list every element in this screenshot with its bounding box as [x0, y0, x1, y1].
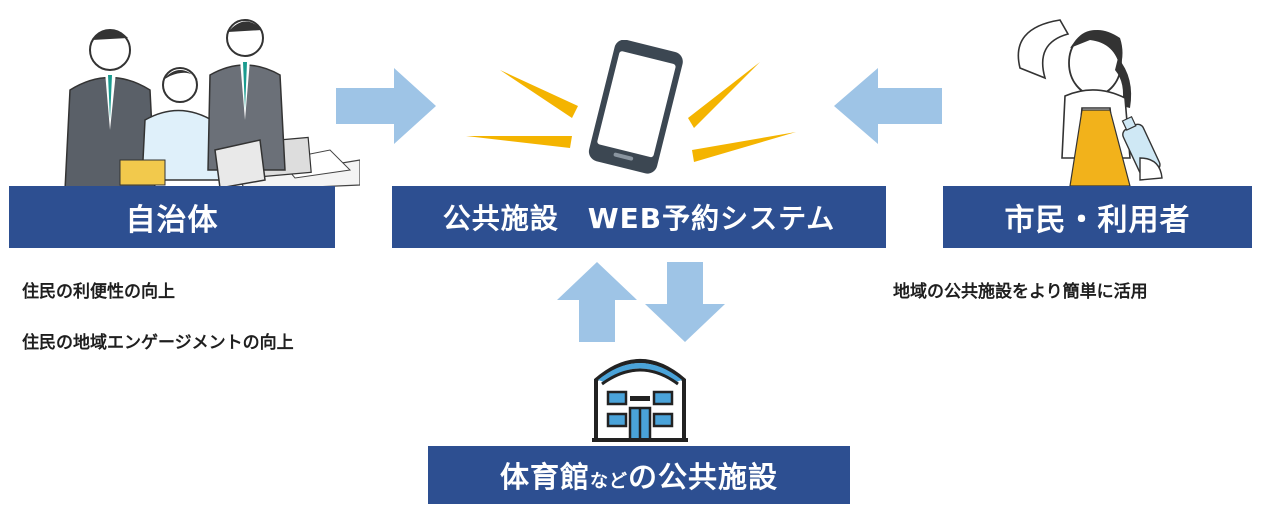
facility-box: 体育館 など の公共施設 [428, 446, 850, 504]
smartphone-icon [588, 40, 683, 174]
facility-small-label: など [590, 471, 628, 492]
smartphone-burst-illustration [460, 40, 800, 190]
woman-with-towel-illustration [990, 8, 1210, 188]
citizen-benefit: 地域の公共施設をより簡単に活用 [893, 282, 1148, 302]
citizen-label: 市民・利用者 [1004, 203, 1191, 238]
arrow-up-icon [557, 262, 637, 342]
municipality-box: 自治体 [9, 186, 335, 248]
facility-rest-label: の公共施設 [628, 460, 779, 494]
business-people-illustration [30, 10, 360, 190]
arrow-down-icon [645, 262, 725, 342]
facility-main-label: 体育館 [499, 460, 590, 494]
system-box: 公共施設 WEB予約システム [392, 186, 886, 248]
burst-ray-icon [500, 70, 578, 118]
arrow-right-icon [336, 68, 436, 144]
municipality-label: 自治体 [125, 203, 219, 238]
municipality-benefit-2: 住民の地域エンゲージメントの向上 [22, 333, 294, 353]
burst-ray-icon [688, 62, 760, 128]
burst-ray-icon [692, 132, 796, 162]
burst-ray-icon [466, 136, 572, 148]
system-label: 公共施設 WEB予約システム [442, 202, 836, 235]
citizen-box: 市民・利用者 [943, 186, 1252, 248]
municipality-benefit-1: 住民の利便性の向上 [22, 282, 175, 302]
building-icon [590, 350, 690, 445]
arrow-left-icon [834, 68, 942, 144]
